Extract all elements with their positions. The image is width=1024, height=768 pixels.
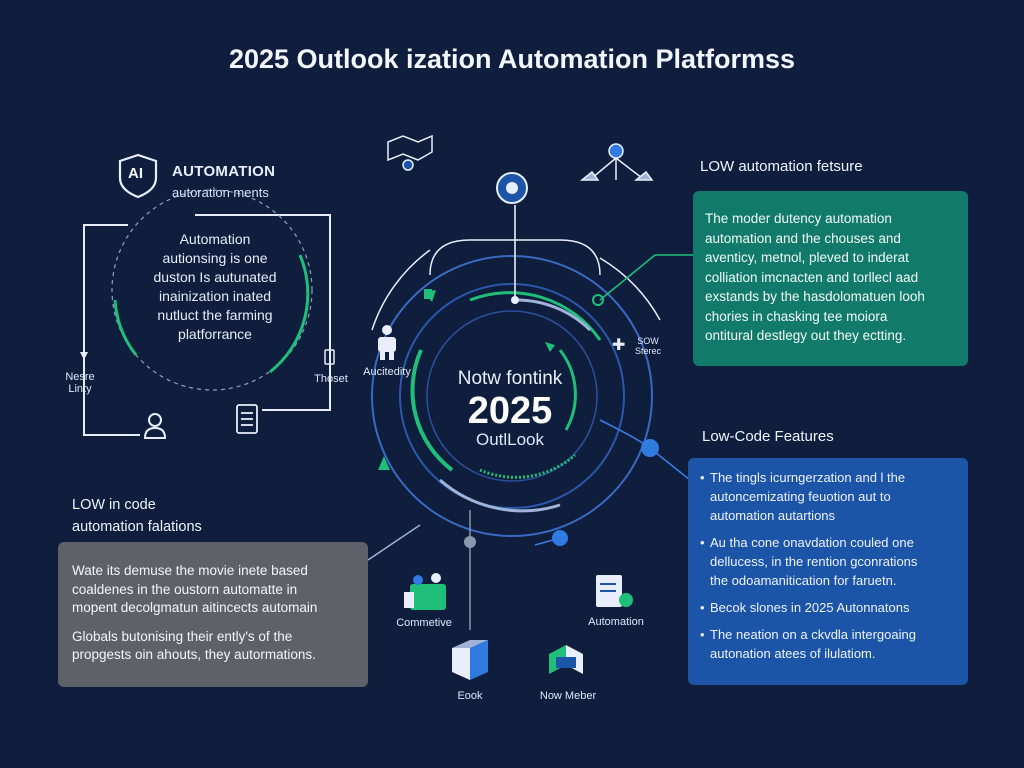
gray-node-bottom xyxy=(464,536,476,548)
top-node xyxy=(496,172,528,304)
bullet-item: • Becok slones in 2025 Autonnatons xyxy=(700,598,958,617)
left-label-line: Linty xyxy=(68,383,92,395)
blue-node-bottom xyxy=(552,530,568,546)
bullet-line: Au tha cone onavdation couled one xyxy=(710,535,914,550)
paragraph: Globals butonising their ently's of the … xyxy=(72,628,356,665)
para-line: propgests oin ahouts, they autormations. xyxy=(72,647,316,662)
box-line: aventicy, metnol, pleved to inderat xyxy=(705,250,909,265)
low-automation-box: The moder dutency automation automation … xyxy=(693,191,968,366)
left-label-line: Nesre xyxy=(65,371,95,383)
box-line: ontitural destlegy out they ectting. xyxy=(705,328,907,343)
text-line: autionsing is one xyxy=(162,250,268,266)
para-line: Globals butonising their ently's of the xyxy=(72,628,293,644)
low-code-box: • The tingls icurngerzation and l the au… xyxy=(688,458,968,685)
bullet-dot: • xyxy=(700,535,705,550)
low-in-code-title: LOW in code automation falations xyxy=(72,494,202,538)
bullet-item: • Au tha cone onavdation couled one dell… xyxy=(700,533,958,590)
left-label: Nesre Linty xyxy=(60,371,100,395)
ai-badge-text: AI xyxy=(128,165,143,182)
thoset-label: Thoset xyxy=(314,373,348,385)
plus-label-line: SOW xyxy=(637,336,659,346)
text-line: duston Is autunated xyxy=(153,269,277,285)
commetive-label: Commetive xyxy=(396,617,452,629)
document-icon xyxy=(236,404,258,434)
center-subtitle: OutlLook xyxy=(475,430,545,449)
para-line: coaldenes in the oustorn automatte in xyxy=(72,581,298,597)
automation-heading: AUTOMATION xyxy=(172,163,276,180)
bullet-item: • The neation on a ckvdla intergoaing au… xyxy=(700,625,958,663)
bullet-dot: • xyxy=(700,470,705,485)
bullet-line: automation autartions xyxy=(710,508,836,523)
center-line1: Notw fontink xyxy=(457,368,563,389)
plus-icon: ✚ xyxy=(612,337,625,354)
automation-label: Automation xyxy=(588,616,644,628)
user-outline-icon xyxy=(143,413,167,439)
plus-label: SOW Sterec xyxy=(628,336,668,356)
eook-label: Eook xyxy=(457,690,483,702)
para-line: mopent decolgmatun aitincects automain xyxy=(72,600,318,615)
top-icons xyxy=(387,134,654,181)
text-line: nutluct the farming xyxy=(157,307,273,323)
now-meber-label: Now Meber xyxy=(539,690,597,702)
person-icon xyxy=(378,325,396,360)
automation-subheading: autoration ments xyxy=(172,185,269,200)
green-nodes xyxy=(424,289,604,306)
center-year: 2025 xyxy=(467,390,553,432)
plus-label-line: Sterec xyxy=(634,346,661,356)
bullet-line: The tingls icurngerzation and l the xyxy=(710,470,906,485)
bullet-item: • The tingls icurngerzation and l the au… xyxy=(700,468,958,525)
low-automation-title: LOW automation fetsure xyxy=(700,158,863,175)
center-rings xyxy=(371,239,661,537)
title-line: automation falations xyxy=(72,519,202,535)
left-dashed-circle xyxy=(111,189,313,391)
automation-description: Automation autionsing is one duston Is a… xyxy=(130,230,300,344)
bullet-line: Becok slones in 2025 Autonnatons xyxy=(710,600,910,615)
box-line: automation and the chouses and xyxy=(705,230,901,246)
box-line: exstands by the hasdolomatuen looh xyxy=(705,289,925,304)
commetive-icon xyxy=(404,573,446,610)
blue-node-right xyxy=(641,439,659,457)
ai-shield-icon xyxy=(118,153,158,199)
member-cube-icon xyxy=(549,645,583,674)
para-line: Wate its demuse the movie inete based xyxy=(72,563,308,578)
gray-connector xyxy=(367,524,421,561)
bullet-line: autoncemizating feuotion aut to xyxy=(710,489,891,504)
battery-icon xyxy=(324,349,335,365)
box-line: chories in chasking tee moiora xyxy=(705,308,888,324)
text-line: inainization inated xyxy=(158,288,272,304)
paragraph: Wate its demuse the movie inete based co… xyxy=(72,562,356,618)
ai-badge: AI xyxy=(120,155,156,193)
book-cube-icon xyxy=(452,640,488,680)
bullet-dot: • xyxy=(700,600,705,615)
text-line: Automation xyxy=(179,231,251,247)
bullet-line: autonation atees of ilulatiom. xyxy=(710,646,876,661)
page-title: 2025 Outlook ization Automation Platform… xyxy=(228,44,796,74)
bullet-line: the odoamanitication for faruetn. xyxy=(710,573,897,588)
bullet-dot: • xyxy=(700,627,705,642)
title-line: LOW in code xyxy=(72,497,156,513)
box-line: colliation imcnacten and torllecl aad xyxy=(705,269,919,285)
low-code-title: Low-Code Features xyxy=(702,428,834,445)
left-loop xyxy=(80,214,331,436)
text-line: platforrance xyxy=(178,326,252,342)
automation-doc-icon xyxy=(596,575,633,607)
box-line: The moder dutency automation xyxy=(705,211,892,226)
low-in-code-box: Wate its demuse the movie inete based co… xyxy=(58,542,368,687)
bullet-line: dellucess, in the rention gconrations xyxy=(710,554,918,569)
bullet-line: The neation on a ckvdla intergoaing xyxy=(710,627,916,642)
person-label: Aucitedity xyxy=(363,366,411,378)
